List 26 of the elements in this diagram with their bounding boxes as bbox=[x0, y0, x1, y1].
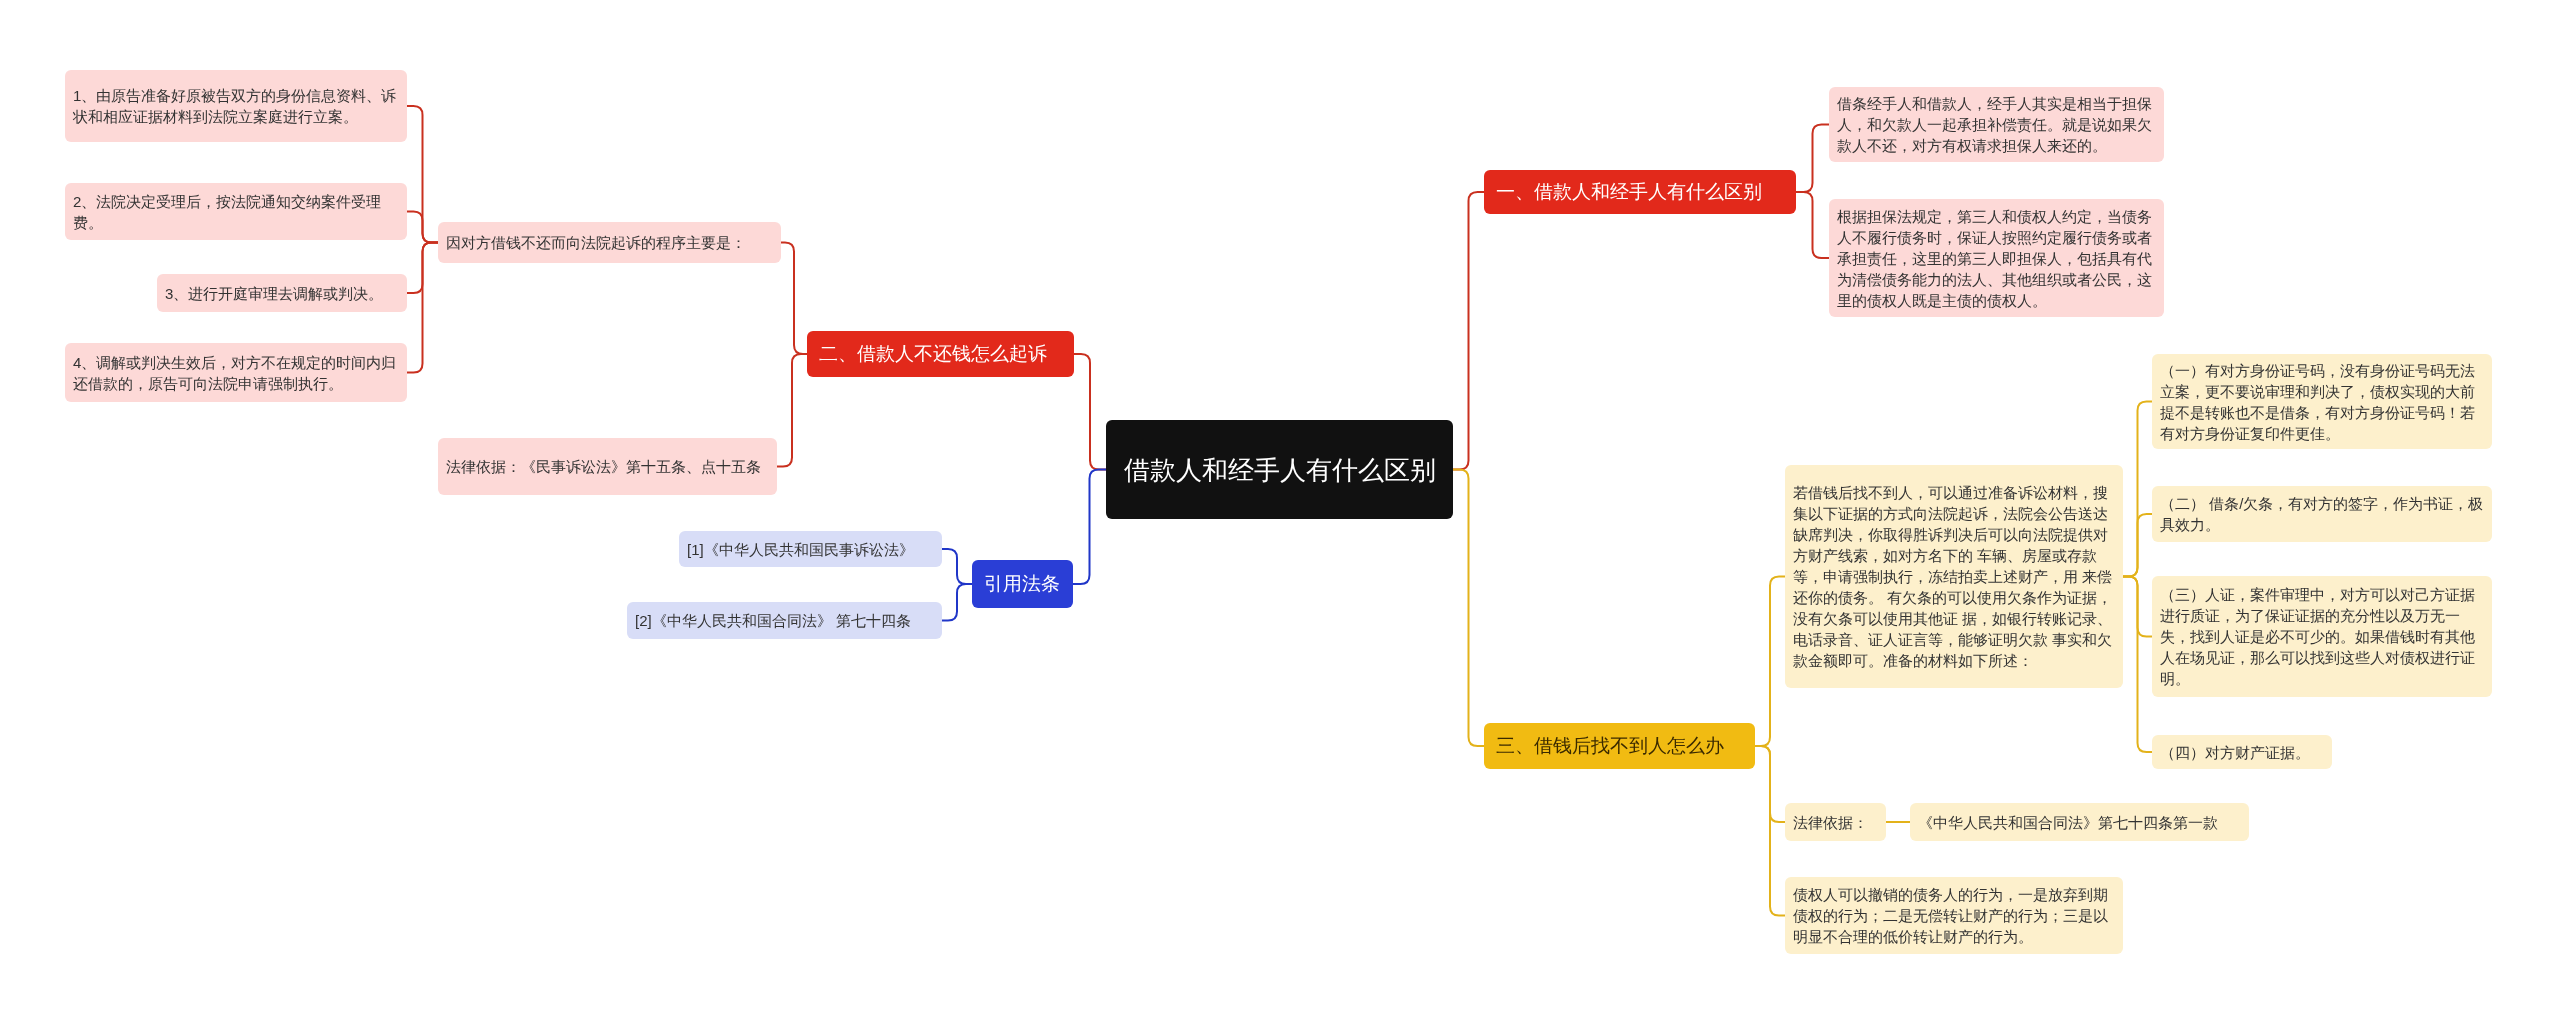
branch-topic: 引用法条 bbox=[972, 560, 1073, 608]
note-box: 借条经手人和借款人，经手人其实是相当于担保人，和欠款人一起承担补偿责任。就是说如果欠款人不还，对方有权请求担保人来还的。 bbox=[1829, 87, 2164, 162]
note-box: 《中华人民共和国合同法》第七十四条第一款 bbox=[1910, 803, 2249, 841]
reference-box: [1]《中华人民共和国民事诉讼法》 bbox=[679, 531, 942, 567]
branch-topic: 一、借款人和经手人有什么区别 bbox=[1484, 170, 1796, 214]
connector bbox=[941, 583, 973, 622]
reference-box: [2]《中华人民共和国合同法》 第七十四条 bbox=[627, 602, 942, 639]
connector bbox=[1452, 468, 1485, 747]
root-topic: 借款人和经手人有什么区别 bbox=[1106, 420, 1453, 519]
connector bbox=[1885, 821, 1911, 823]
note-box: 3、进行开庭审理去调解或判决。 bbox=[157, 274, 407, 312]
note-box: （一）有对方身份证号码，没有身份证号码无法立案，更不要说审理和判决了，债权实现的大前提不是转账也不是借条，有对方身份证号码！若有对方身份证复印件更佳。 bbox=[2152, 354, 2492, 449]
note-box: 法律依据：《民事诉讼法》第十五条、点十五条 bbox=[438, 438, 777, 495]
branch-topic: 二、借款人不还钱怎么起诉 bbox=[807, 331, 1074, 377]
note-box: 法律依据： bbox=[1785, 803, 1886, 841]
note-box: 债权人可以撤销的债务人的行为，一是放弃到期债权的行为；二是无偿转让财产的行为；三是以明显不合理的低价转让财产的行为。 bbox=[1785, 877, 2123, 954]
note-box: 2、法院决定受理后，按法院通知交纳案件受理费。 bbox=[65, 183, 407, 240]
note-box: （四）对方财产证据。 bbox=[2152, 735, 2332, 769]
note-box: 1、由原告准备好原被告双方的身份信息资料、诉状和相应证据材料到法院立案庭进行立案。 bbox=[65, 70, 407, 142]
note-box: 4、调解或判决生效后，对方不在规定的时间内归还借款的，原告可向法院申请强制执行。 bbox=[65, 343, 407, 402]
note-box: （二） 借条/欠条，有对方的签字，作为书证，极具效力。 bbox=[2152, 486, 2492, 542]
note-box: 根据担保法规定，第三人和债权人约定，当债务人不履行债务时，保证人按照约定履行债务或者承担责任，这里的第三人即担保人，包括具有代为清偿债务能力的法人、其他组织或者公民，这里的债权人既是主债的债权人。 bbox=[1829, 199, 2164, 317]
note-box: 因对方借钱不还而向法院起诉的程序主要是： bbox=[438, 222, 781, 263]
note-box: 若借钱后找不到人，可以通过准备诉讼材料，搜集以下证据的方式向法院起诉，法院会公告送达缺席判决，你取得胜诉判决后可以向法院提供对方财产线索，如对方名下的 车辆、房屋或存款等，申请强制执行，冻结拍卖上述财产，用 来偿还你的债务。 有欠条的可以使用欠条作为证据，没有欠条可以使用其他证 据，如银行转账记录、电话录音、证人证言等，能够证明欠款 事实和欠款金额即可。准备的材料如下所述： bbox=[1785, 465, 2123, 688]
branch-topic: 三、借钱后找不到人怎么办 bbox=[1484, 723, 1755, 769]
note-box: （三）人证，案件审理中，对方可以对己方证据进行质证，为了保证证据的充分性以及万无一失，找到人证是必不可少的。如果借钱时有其他人在场见证，那么可以找到这些人对债权进行证明。 bbox=[2152, 576, 2492, 697]
